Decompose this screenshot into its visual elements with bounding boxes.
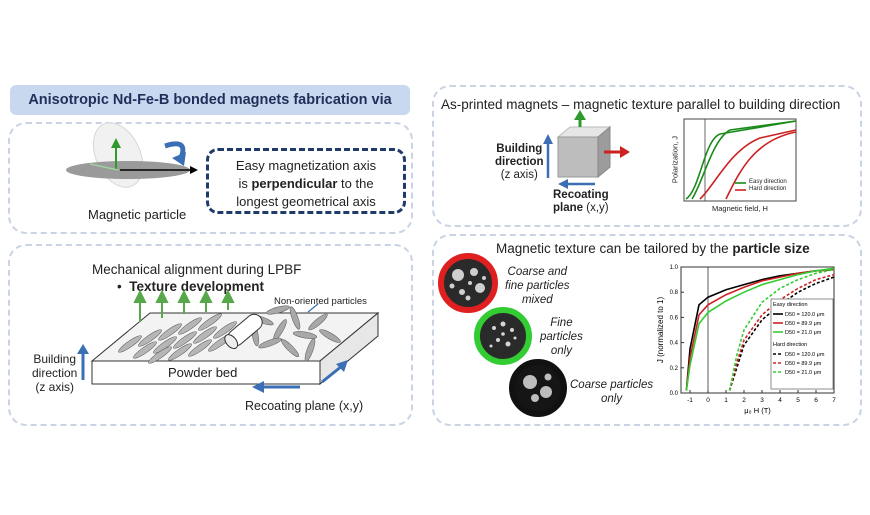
- particle-caption: Magnetic particle: [88, 207, 187, 222]
- legend-label-hard: D50 = 120.0 μm: [785, 352, 825, 358]
- texture-bullet: • Texture development: [117, 279, 265, 294]
- legend-label-easy: D50 = 89.9 μm: [785, 321, 822, 327]
- x-tick-label: 3: [760, 397, 764, 404]
- y-tick-label: 0.2: [670, 366, 679, 372]
- cube-red-arrowhead: [620, 146, 630, 158]
- x-tick-label: -1: [687, 397, 693, 404]
- x-tick-label: 6: [814, 397, 818, 404]
- y-tick-label: 0.4: [670, 341, 679, 347]
- legend-hard-title: Hard direction: [773, 342, 807, 348]
- legend-label-easy: D50 = 21.0 μm: [785, 330, 822, 336]
- mini-legend-hard: Hard direction: [749, 186, 787, 192]
- x-tick-label: 7: [832, 397, 836, 404]
- mixed-label: Coarse and fine particles mixed: [505, 266, 570, 306]
- alignment-title: Mechanical alignment during LPBF: [92, 262, 302, 277]
- easy-axis-arrowhead: [111, 138, 121, 148]
- mini-easy-curve-2: [691, 120, 797, 200]
- legend-label-easy: D50 = 120.0 μm: [785, 312, 825, 318]
- chart-xlabel: μ₀ H (T): [744, 406, 771, 415]
- series-line-hard: [728, 268, 835, 391]
- printed-title: As-printed magnets – magnetic texture pa…: [441, 97, 841, 112]
- x-tick-label: 2: [742, 397, 746, 404]
- legend-label-hard: D50 = 21.0 μm: [785, 370, 822, 376]
- recoating-arrowhead: [252, 381, 264, 393]
- cube-green-arrowhead: [574, 110, 586, 120]
- cube-building-arrowhead: [543, 134, 553, 144]
- rotation-arrowhead: [172, 152, 186, 166]
- coarse-particles-micrograph: [509, 359, 567, 417]
- non-oriented-particles: [250, 305, 341, 362]
- side-axis-line: [89, 163, 119, 171]
- mini-chart-frame: [683, 118, 797, 202]
- particle-panel: [8, 122, 413, 234]
- mini-easy-curve-1: [685, 120, 797, 200]
- mini-chart-xlabel: Magnetic field, H: [712, 204, 768, 213]
- cube-building-label: Building direction (z axis): [495, 143, 544, 181]
- long-axis-arrowhead: [190, 166, 198, 174]
- y-tick-label: 0.6: [670, 315, 679, 321]
- non-oriented-label: Non-oriented particles: [274, 296, 367, 307]
- cube-recoating-arrowhead: [558, 179, 568, 189]
- series-line-easy: [685, 268, 835, 391]
- easy-axis-box: Easy magnetization axis is perpendicular…: [206, 148, 406, 214]
- easy-axis-line2: is perpendicular to the: [238, 176, 374, 191]
- mini-legend-easy: Easy direction: [749, 179, 787, 185]
- series-line-easy: [685, 267, 835, 391]
- chart-ylabel: J (normalized to 1): [656, 297, 665, 364]
- easy-axis-line1: Easy magnetization axis: [235, 158, 377, 173]
- x-tick-label: 1: [724, 397, 728, 404]
- x-tick-label: 0: [706, 397, 710, 404]
- legend-label-hard: D50 = 89.9 μm: [785, 361, 822, 367]
- mini-hard-curve-1: [699, 129, 797, 200]
- powder-bed-label: Powder bed: [168, 365, 238, 380]
- x-tick-label: 4: [778, 397, 782, 404]
- easy-axis-line3: longest geometrical axis: [236, 194, 376, 209]
- building-direction-arrowhead: [77, 344, 89, 354]
- non-oriented-pointer: [307, 303, 319, 313]
- x-tick-label: 5: [796, 397, 800, 404]
- recoating-arrow-diag: [321, 364, 343, 384]
- recoater-roller: [224, 313, 263, 349]
- mixed-particle-grains: [449, 268, 486, 301]
- y-tick-label: 0.0: [670, 391, 679, 397]
- size-title: Magnetic texture can be tailored by the …: [496, 241, 810, 256]
- coarse-label: Coarse particles only: [570, 379, 654, 405]
- fine-label: Fine particles only: [540, 317, 583, 357]
- mini-hard-curve-2: [725, 131, 797, 200]
- cube-recoating-label: Recoating plane (x,y): [553, 189, 609, 214]
- y-tick-label: 0.8: [670, 290, 679, 296]
- legend-easy-title: Easy direction: [773, 302, 808, 308]
- recoating-plane-label: Recoating plane (x,y): [245, 399, 364, 413]
- building-direction-label: Building direction (z axis): [32, 352, 78, 394]
- coarse-particle-grains: [523, 373, 552, 402]
- fine-particle-grains: [489, 321, 517, 348]
- bed-side: [319, 311, 379, 386]
- fine-particles-micrograph: [474, 307, 532, 365]
- recoating-diag-arrowhead: [336, 360, 348, 372]
- texture-arrows: [133, 289, 235, 322]
- y-tick-label: 1.0: [670, 265, 679, 271]
